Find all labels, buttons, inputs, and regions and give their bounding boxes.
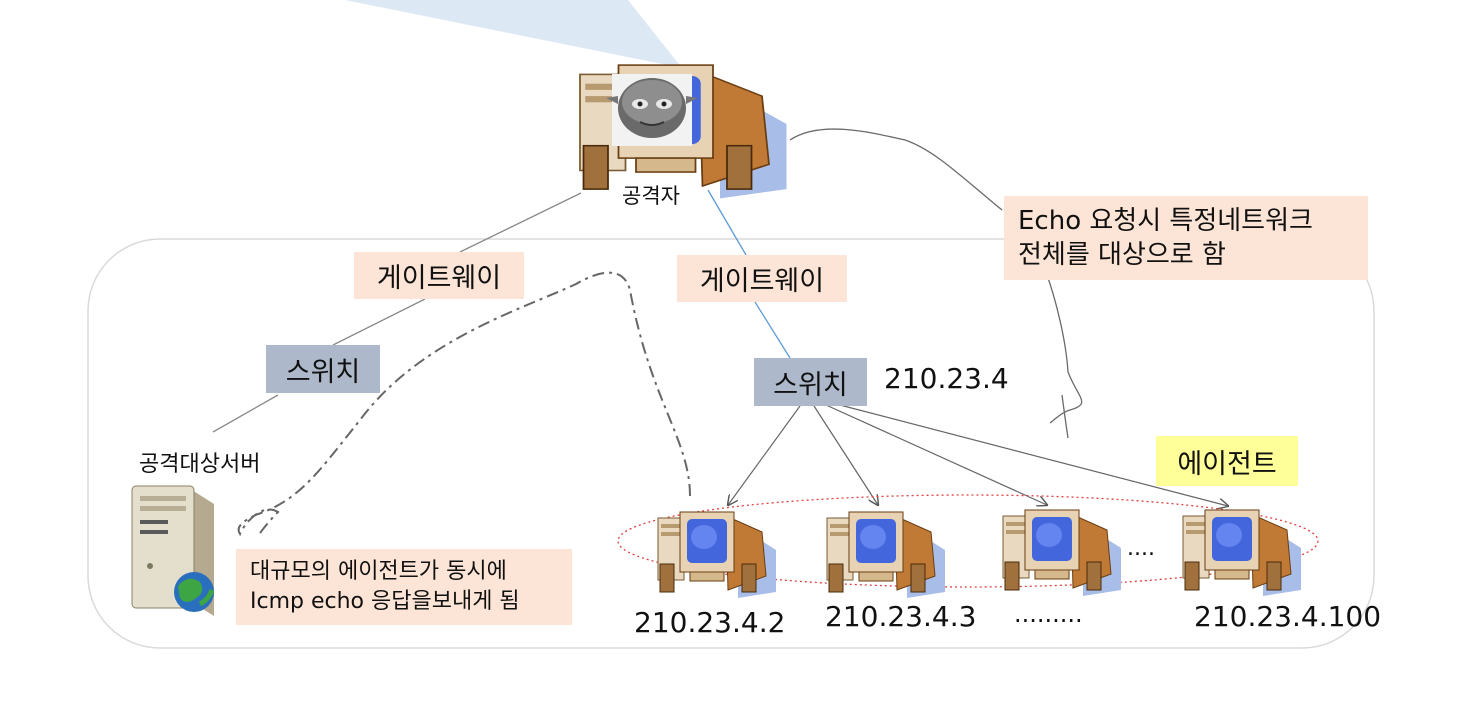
switch-left-box: 스위치 xyxy=(266,345,380,393)
network-boundary xyxy=(87,238,1375,649)
gateway-left-box: 게이트웨이 xyxy=(354,252,524,299)
response-note-line1: 대규모의 에이전트가 동시에 xyxy=(250,559,507,584)
agent-group-ellipse xyxy=(617,494,1319,588)
echo-note: Echo 요청시 특정네트워크 전체를 대상으로 함 xyxy=(1004,196,1368,280)
link-attacker-gateway-left xyxy=(459,192,582,253)
arrow-to-agent-1 xyxy=(728,405,801,505)
beam-shape xyxy=(345,0,682,68)
arrow-to-agent-4 xyxy=(835,403,1228,506)
agent-ellipsis: .... xyxy=(1127,536,1155,561)
response-note-line2: Icmp echo 응답을보내게 됨 xyxy=(250,589,520,614)
arrow-to-agent-3 xyxy=(825,404,1047,505)
agent-ip-3: ......... xyxy=(1014,600,1083,628)
response-path xyxy=(237,271,691,537)
agent-ip-1: 210.23.4.2 xyxy=(634,606,786,639)
attacker-label: 공격자 xyxy=(622,184,680,208)
agent-computer-icon xyxy=(1182,509,1302,597)
echo-note-line1: Echo 요청시 특정네트워크 xyxy=(1018,206,1313,236)
echo-note-line2: 전체를 대상으로 함 xyxy=(1018,240,1226,270)
agent-ip-4: 210.23.4.100 xyxy=(1194,600,1382,633)
agent-ip-2: 210.23.4.3 xyxy=(825,600,977,633)
arrow-to-agent-2 xyxy=(813,405,878,505)
response-note: 대규모의 에이전트가 동시에 Icmp echo 응답을보내게 됨 xyxy=(236,549,572,625)
link-attacker-gateway-right xyxy=(707,189,747,256)
gateway-right-box: 게이트웨이 xyxy=(677,255,847,302)
switch-right-box: 스위치 xyxy=(754,358,867,406)
server-icon xyxy=(131,485,214,616)
link-switch-server xyxy=(212,394,279,433)
agent-label-box: 에이전트 xyxy=(1156,436,1298,486)
target-server-label: 공격대상서버 xyxy=(139,452,261,477)
agent-computer-icon xyxy=(657,511,777,599)
attacker-face-icon xyxy=(606,74,698,146)
agent-computer-icon xyxy=(1002,509,1122,597)
network-address-label: 210.23.4 xyxy=(884,362,1009,395)
echo-request-curve xyxy=(789,128,1083,439)
link-gateway-switch-right xyxy=(754,301,791,359)
globe-icon xyxy=(174,572,215,612)
link-gateway-switch-left xyxy=(332,298,426,346)
